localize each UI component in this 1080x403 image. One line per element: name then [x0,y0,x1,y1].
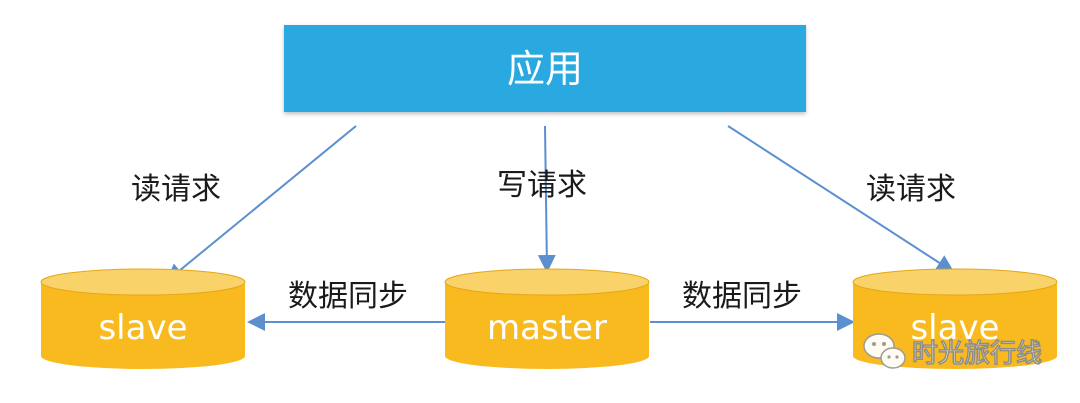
slave-label-right: slave [910,308,999,348]
slave-label-left: slave [98,308,187,348]
write-request-label: 写请求 [497,168,587,203]
master-db: master [444,268,650,369]
app-box: 应用 [284,25,806,112]
read-request-label-left: 读请求 [131,172,221,207]
read-request-label-right: 读请求 [866,172,956,207]
watermark: 时光旅行线 [863,333,1042,369]
write-request-arrow [537,125,556,273]
sync-label-right: 数据同步 [682,279,802,314]
read-request-arrow-right [727,125,955,273]
watermark-text: 时光旅行线 [912,338,1042,369]
app-label: 应用 [507,47,583,91]
read-request-arrow-left [165,125,357,282]
wechat-icon [863,333,906,369]
slave-db-left: slave [40,268,246,369]
master-label: master [487,308,607,348]
sync-label-left: 数据同步 [288,279,408,314]
slave-db-right: slave [852,268,1058,369]
